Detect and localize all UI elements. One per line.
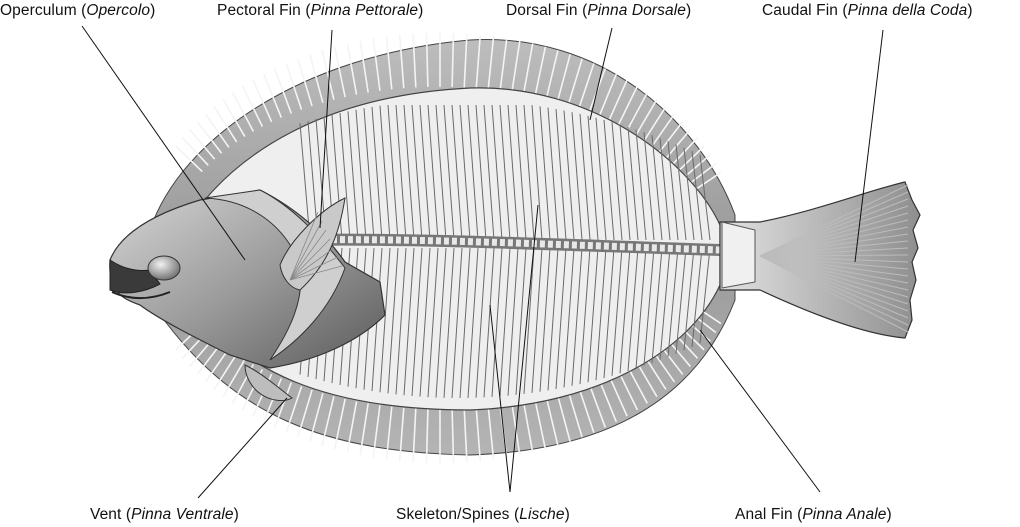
label-pectoral-fin: Pectoral Fin (Pinna Pettorale): [217, 2, 424, 19]
label-caudal-fin: Caudal Fin (Pinna della Coda): [762, 2, 973, 19]
ventral-fin: [244, 364, 293, 401]
label-skeleton-spines: Skeleton/Spines (Lische): [396, 506, 570, 523]
leader-vent: [197, 397, 288, 499]
leader-anal: [699, 329, 821, 493]
label-anal-fin: Anal Fin (Pinna Anale): [735, 506, 892, 523]
leader-operculum: [81, 25, 246, 261]
eye: [147, 255, 181, 281]
leader-skeleton-1: [489, 304, 511, 493]
fin-rays: [175, 33, 722, 463]
mouth: [109, 259, 161, 294]
leader-caudal: [854, 29, 884, 263]
leader-lines: [81, 25, 884, 499]
leader-skeleton-2: [509, 204, 539, 493]
label-vent: Vent (Pinna Ventrale): [90, 506, 239, 523]
pectoral-rays: [289, 211, 343, 281]
pectoral-fin: [279, 197, 346, 291]
label-operculum: Operculum (Opercolo): [0, 2, 156, 19]
caudal-fin: [719, 181, 921, 339]
label-dorsal-fin: Dorsal Fin (Pinna Dorsale): [506, 2, 692, 19]
skeleton-spines: [299, 104, 711, 399]
leader-pectoral: [319, 29, 333, 229]
leader-dorsal: [589, 27, 613, 121]
caudal-rays: [759, 184, 909, 333]
